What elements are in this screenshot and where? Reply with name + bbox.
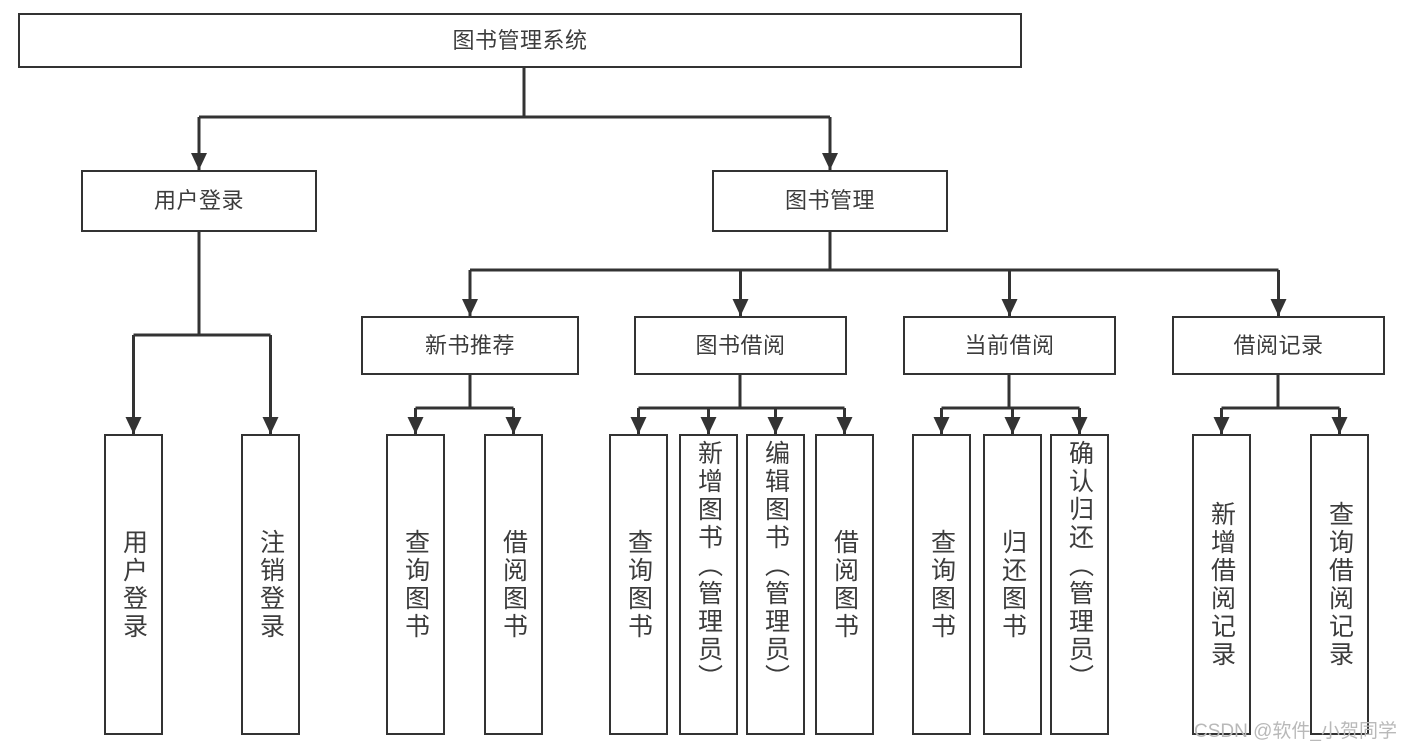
node-leaf-borrow-3[interactable]: 编辑图书（管理员） (746, 434, 805, 735)
arrowhead-login (191, 153, 207, 170)
node-label: 归还图书 (998, 528, 1027, 641)
arrowhead-leaf-new-2 (505, 417, 522, 434)
node-newbook[interactable]: 新书推荐 (361, 316, 579, 375)
node-root[interactable]: 图书管理系统 (18, 13, 1022, 68)
node-label: 图书管理系统 (452, 27, 588, 53)
node-label: 当前借阅 (964, 332, 1055, 358)
node-label: 确认归还（管理员） (1065, 440, 1094, 692)
arrowhead-leaf-borrow-3 (767, 417, 784, 434)
node-leaf-borrow-4[interactable]: 借阅图书 (815, 434, 874, 735)
node-borrow[interactable]: 图书借阅 (634, 316, 847, 375)
arrowhead-leaf-cur-3 (1071, 417, 1088, 434)
node-label: 借阅记录 (1233, 332, 1324, 358)
arrowhead-borrow (732, 299, 749, 316)
arrowhead-leaf-cur-1 (933, 417, 950, 434)
node-label: 用户登录 (119, 528, 148, 641)
node-current[interactable]: 当前借阅 (903, 316, 1116, 375)
arrowhead-records (1270, 299, 1287, 316)
node-bookmgmt[interactable]: 图书管理 (712, 170, 948, 232)
node-label: 借阅图书 (830, 528, 859, 641)
node-leaf-login-2[interactable]: 注销登录 (241, 434, 300, 735)
node-label: 图书借阅 (695, 332, 786, 358)
node-leaf-rec-1[interactable]: 新增借阅记录 (1192, 434, 1251, 735)
node-leaf-new-1[interactable]: 查询图书 (386, 434, 445, 735)
node-label: 编辑图书（管理员） (761, 440, 790, 692)
arrowhead-leaf-borrow-1 (630, 417, 647, 434)
node-records[interactable]: 借阅记录 (1172, 316, 1385, 375)
arrowhead-leaf-login-1 (125, 417, 142, 434)
node-label: 查询图书 (401, 528, 430, 641)
node-label: 用户登录 (153, 188, 244, 213)
arrowhead-leaf-rec-1 (1213, 417, 1230, 434)
arrowhead-leaf-borrow-4 (836, 417, 853, 434)
arrowhead-leaf-cur-2 (1004, 417, 1021, 434)
node-label: 新书推荐 (424, 332, 515, 358)
node-leaf-rec-2[interactable]: 查询借阅记录 (1310, 434, 1369, 735)
node-leaf-cur-3[interactable]: 确认归还（管理员） (1050, 434, 1109, 735)
node-label: 查询图书 (927, 528, 956, 641)
node-leaf-borrow-1[interactable]: 查询图书 (609, 434, 668, 735)
node-label: 查询图书 (624, 528, 653, 641)
node-leaf-cur-2[interactable]: 归还图书 (983, 434, 1042, 735)
node-label: 查询借阅记录 (1325, 500, 1354, 669)
node-label: 图书管理 (784, 188, 875, 213)
node-label: 借阅图书 (499, 528, 528, 641)
node-leaf-new-2[interactable]: 借阅图书 (484, 434, 543, 735)
node-label: 注销登录 (256, 528, 285, 641)
arrowhead-leaf-new-1 (407, 417, 424, 434)
node-login[interactable]: 用户登录 (81, 170, 317, 232)
arrowhead-current (1001, 299, 1018, 316)
node-leaf-borrow-2[interactable]: 新增图书（管理员） (679, 434, 738, 735)
arrowhead-leaf-borrow-2 (700, 417, 717, 434)
node-leaf-cur-1[interactable]: 查询图书 (912, 434, 971, 735)
node-leaf-login-1[interactable]: 用户登录 (104, 434, 163, 735)
arrowhead-newbook (462, 299, 478, 316)
node-label: 新增图书（管理员） (694, 440, 723, 692)
node-label: 新增借阅记录 (1207, 500, 1236, 669)
arrowhead-leaf-login-2 (262, 417, 279, 434)
arrowhead-leaf-rec-2 (1331, 417, 1348, 434)
arrowhead-bookmgmt (822, 153, 838, 170)
